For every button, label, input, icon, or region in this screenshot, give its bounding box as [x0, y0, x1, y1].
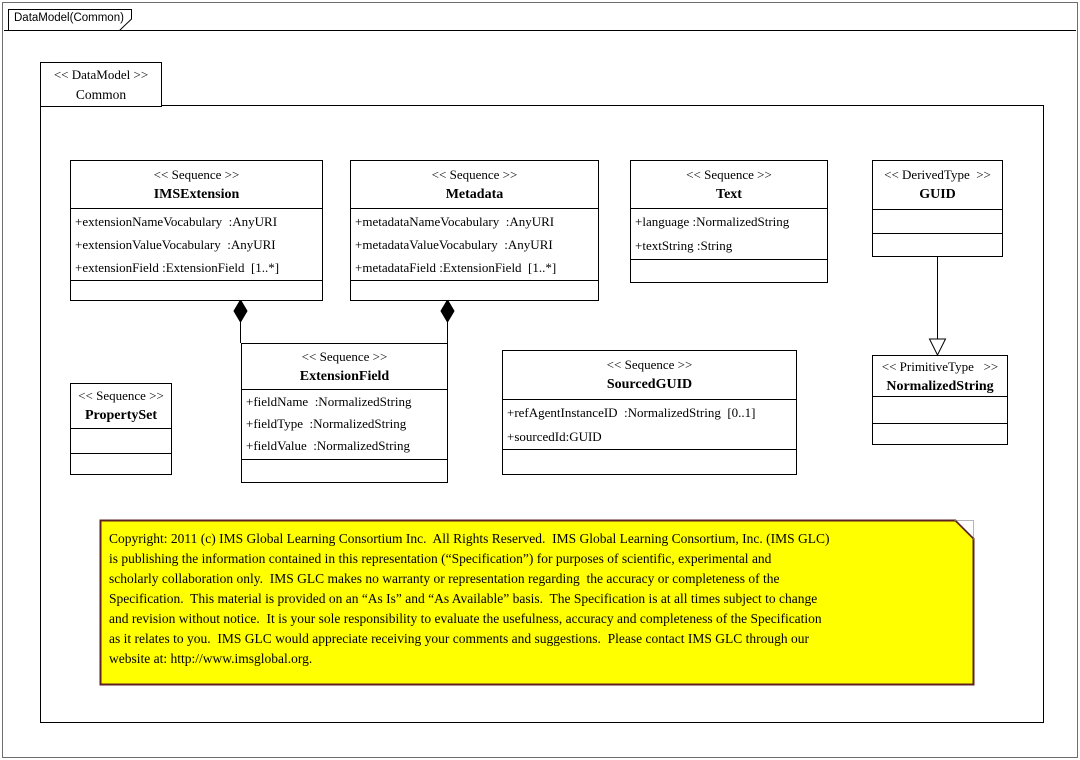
copyright-note: Copyright: 2011 (c) IMS Global Learning … [109, 529, 959, 669]
attribute: +extensionValueVocabulary :AnyURI [75, 237, 276, 252]
note-line: website at: http://www.imsglobal.org. [109, 651, 313, 666]
class-stereotype: << Sequence >> [686, 167, 772, 182]
package-name: Common [75, 87, 127, 102]
class-operations-empty [351, 280, 598, 300]
class-header: << Sequence >> SourcedGUID [503, 351, 796, 399]
class-operations-empty [631, 259, 827, 282]
class-name: IMSExtension [153, 187, 240, 202]
note-line: Specification. This material is provided… [109, 591, 818, 606]
note-line: is publishing the information contained … [109, 551, 772, 566]
class-header: << Sequence >> PropertySet [71, 384, 171, 428]
class-name: Text [716, 187, 742, 202]
attribute: +fieldValue :NormalizedString [246, 438, 411, 453]
attribute: +fieldType :NormalizedString [246, 416, 407, 431]
class-propertyset: << Sequence >> PropertySet [70, 383, 172, 475]
class-attributes: +refAgentInstanceID :NormalizedString [0… [503, 399, 796, 449]
page-tab-shape [4, 9, 1076, 31]
package-frame [40, 105, 1044, 723]
class-operations-empty [873, 233, 1002, 256]
class-header: << Sequence >> IMSExtension [71, 161, 322, 208]
class-extensionfield: << Sequence >> ExtensionField +fieldName… [241, 343, 448, 483]
attribute: +refAgentInstanceID :NormalizedString [0… [507, 405, 756, 420]
class-name: PropertySet [84, 408, 158, 423]
class-operations-empty [503, 449, 796, 474]
class-stereotype: << Sequence >> [431, 167, 518, 182]
class-operations-empty [71, 280, 322, 300]
class-stereotype: << Sequence >> [78, 388, 164, 403]
class-sourcedguid: << Sequence >> SourcedGUID +refAgentInst… [502, 350, 797, 475]
note-line: and revision without notice. It is your … [109, 611, 822, 626]
package-header: << DataModel >> Common [40, 62, 162, 107]
page-tab-label: DataModel(Common) [14, 12, 124, 24]
class-attributes: +language :NormalizedString +textString … [631, 208, 827, 259]
class-name: Metadata [445, 187, 504, 202]
class-stereotype: << PrimitiveType >> [881, 359, 999, 374]
class-name: NormalizedString [886, 379, 994, 394]
attribute: +metadataNameVocabulary :AnyURI [355, 214, 555, 229]
class-imsextension: << Sequence >> IMSExtension +extensionNa… [70, 160, 323, 301]
class-stereotype: << Sequence >> [301, 349, 388, 364]
class-attributes: +fieldName :NormalizedString +fieldType … [242, 389, 447, 459]
class-metadata: << Sequence >> Metadata +metadataNameVoc… [350, 160, 599, 301]
class-operations-empty [242, 459, 447, 482]
class-stereotype: << Sequence >> [606, 357, 693, 372]
class-guid: << DerivedType >> GUID [872, 160, 1003, 257]
class-header: << Sequence >> Metadata [351, 161, 598, 208]
attribute: +language :NormalizedString [635, 214, 790, 229]
class-attributes: +extensionNameVocabulary :AnyURI +extens… [71, 208, 322, 280]
class-stereotype: << DerivedType >> [884, 167, 991, 182]
class-stereotype: << Sequence >> [153, 167, 240, 182]
class-text: << Sequence >> Text +language :Normalize… [630, 160, 828, 283]
class-name: SourcedGUID [606, 377, 693, 392]
class-header: << Sequence >> ExtensionField [242, 344, 447, 389]
attribute: +fieldName :NormalizedString [246, 394, 412, 409]
class-attributes-empty [873, 396, 1007, 423]
note-line: as it relates to you. IMS GLC would appr… [109, 631, 809, 646]
attribute: +metadataValueVocabulary :AnyURI [355, 237, 553, 252]
class-header: << DerivedType >> GUID [873, 161, 1002, 209]
attribute: +extensionField :ExtensionField [1..*] [75, 260, 280, 275]
attribute: +textString :String [635, 238, 733, 253]
note-line: Copyright: 2011 (c) IMS Global Learning … [109, 531, 830, 546]
class-name: ExtensionField [299, 369, 390, 384]
class-attributes-empty [71, 428, 171, 453]
class-operations-empty [71, 453, 171, 474]
class-header: << PrimitiveType >> NormalizedString [873, 356, 1007, 396]
attribute: +metadataField :ExtensionField [1..*] [355, 260, 557, 275]
class-attributes: +metadataNameVocabulary :AnyURI +metadat… [351, 208, 598, 280]
class-attributes-empty [873, 209, 1002, 233]
class-header: << Sequence >> Text [631, 161, 827, 208]
class-normalizedstring: << PrimitiveType >> NormalizedString [872, 355, 1008, 445]
class-name: GUID [919, 187, 956, 202]
attribute: +extensionNameVocabulary :AnyURI [75, 214, 278, 229]
package-stereotype: << DataModel >> [53, 67, 149, 82]
note-line: scholarly collaboration only. IMS GLC ma… [109, 571, 780, 586]
class-operations-empty [873, 423, 1007, 444]
attribute: +sourcedId:GUID [507, 429, 602, 444]
